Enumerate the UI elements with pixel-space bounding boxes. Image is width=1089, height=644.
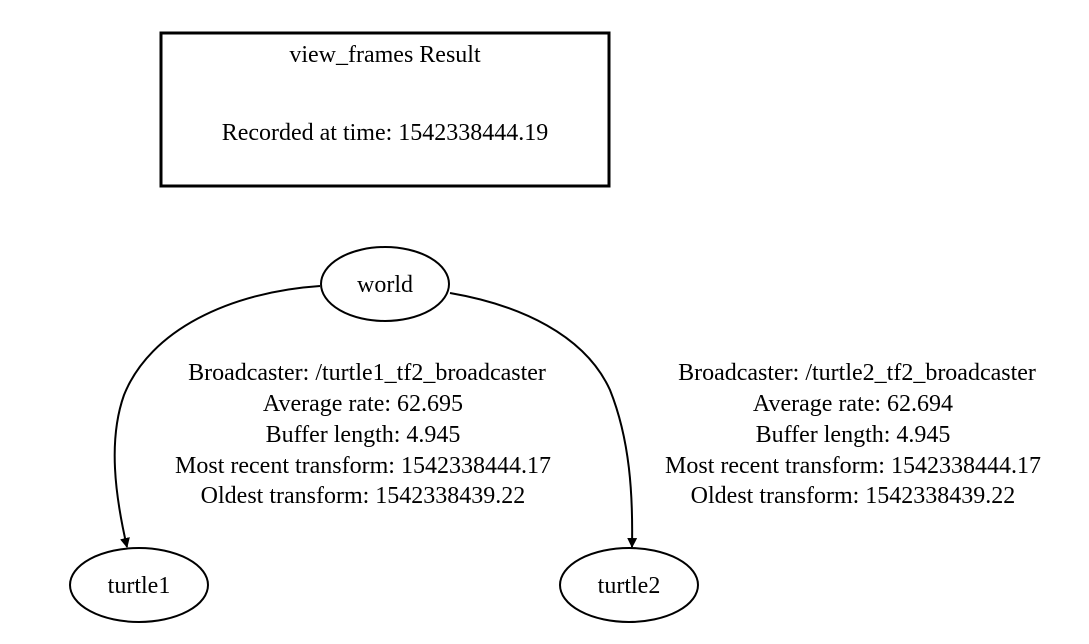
edge-world-turtle2 [449, 292, 638, 548]
result-box: view_frames Result Recorded at time: 154… [159, 31, 611, 188]
edge-label-line: Most recent transform: 1542338444.17 [175, 453, 551, 479]
edge-label-line: Buffer length: 4.945 [756, 422, 951, 448]
node-world-shape [320, 246, 450, 322]
edge-label-line: Broadcaster: /turtle2_tf2_broadcaster [678, 360, 1036, 386]
node-turtle1-label: turtle1 [108, 573, 171, 599]
edge-label-line: Broadcaster: /turtle1_tf2_broadcaster [188, 360, 546, 386]
node-world: world [320, 246, 450, 322]
node-turtle2-label: turtle2 [598, 573, 661, 599]
result-title: view_frames Result [289, 42, 481, 68]
edge-world-turtle1 [113, 285, 321, 548]
edge-label-line: Oldest transform: 1542338439.22 [691, 483, 1016, 509]
node-turtle1-shape [69, 547, 209, 623]
edge-label-line: Oldest transform: 1542338439.22 [201, 483, 526, 509]
recorded-time: Recorded at time: 1542338444.19 [222, 120, 549, 146]
result-box-border [159, 31, 611, 188]
node-turtle2-shape [559, 547, 699, 623]
edge-label-line: Average rate: 62.695 [263, 391, 463, 417]
edge-label-line: Average rate: 62.694 [753, 391, 953, 417]
node-turtle1: turtle1 [69, 547, 209, 623]
edge-label-line: Most recent transform: 1542338444.17 [665, 453, 1041, 479]
edge-label-line: Buffer length: 4.945 [266, 422, 461, 448]
edge-label-turtle2: Broadcaster: /turtle2_tf2_broadcaster Av… [665, 360, 1041, 509]
node-world-label: world [357, 272, 413, 298]
node-turtle2: turtle2 [559, 547, 699, 623]
edge-label-turtle1: Broadcaster: /turtle1_tf2_broadcaster Av… [175, 360, 551, 509]
